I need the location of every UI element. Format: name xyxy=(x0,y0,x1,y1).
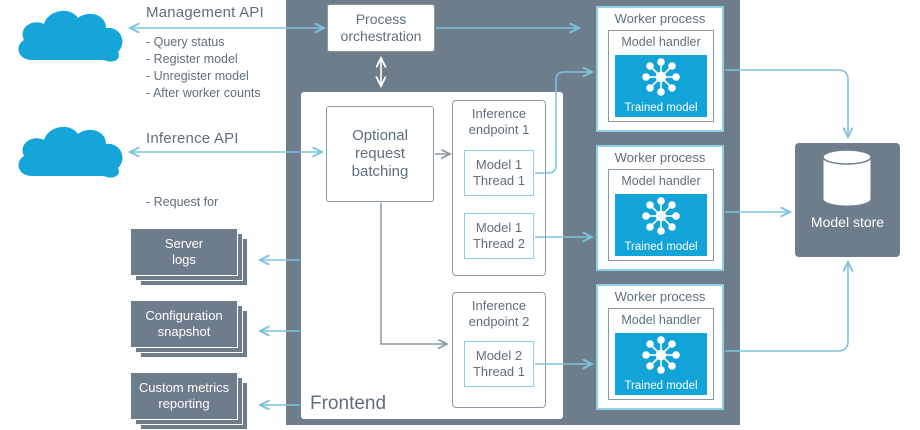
management-api-title: Management API xyxy=(146,4,264,21)
worker3-store-arrow xyxy=(725,262,848,352)
endpoint-title: Inference endpoint 2 xyxy=(468,298,530,329)
thread1-worker1-arrow xyxy=(535,72,592,174)
inference-api-title: Inference API xyxy=(146,130,239,147)
model-handler-title: Model handler xyxy=(621,35,701,49)
endpoint-title: Inference endpoint 1 xyxy=(468,106,530,137)
trained-model: Trained model xyxy=(615,333,707,395)
worker-title: Worker process xyxy=(614,11,706,26)
neural-network-icon xyxy=(642,58,680,96)
worker-process-1: Worker process Model handler Trained mod… xyxy=(596,6,724,132)
process-orchestration-box: Process orchestration xyxy=(327,4,435,52)
trained-model-label: Trained model xyxy=(624,380,698,392)
model-handler-title: Model handler xyxy=(621,174,701,188)
worker-process-2: Worker process Model handler Trained mod… xyxy=(596,145,724,271)
model-handler: Model handler Trained model xyxy=(608,30,714,122)
configuration-snapshot-label: Configuration snapshot xyxy=(145,308,223,339)
worker-title: Worker process xyxy=(614,289,706,304)
stack-card xyxy=(130,300,238,348)
server-logs-label: Server logs xyxy=(164,236,204,267)
trained-model-label: Trained model xyxy=(624,102,698,114)
management-item: - After worker counts xyxy=(146,86,261,100)
stack-card xyxy=(130,228,238,276)
trained-model-label: Trained model xyxy=(624,241,698,253)
model-store-label: Model store xyxy=(810,214,885,230)
management-item: - Unregister model xyxy=(146,69,249,83)
inference-item: - Request for xyxy=(146,195,219,209)
trained-model: Trained model xyxy=(615,55,707,117)
model-store: Model store xyxy=(795,143,900,257)
worker1-store-arrow xyxy=(725,69,848,137)
management-api-items: - Query status - Register model - Unregi… xyxy=(146,34,261,102)
worker-process-3: Worker process Model handler Trained mod… xyxy=(596,284,724,410)
stack-card xyxy=(130,372,238,420)
model-handler: Model handler Trained model xyxy=(608,308,714,400)
custom-metrics-label: Custom metrics reporting xyxy=(138,380,230,411)
frontend-label: Frontend xyxy=(310,393,387,414)
model2-thread1-box: Model 2 Thread 1 xyxy=(464,341,534,387)
worker-title: Worker process xyxy=(614,150,706,165)
optional-batching-box: Optional request batching xyxy=(326,106,434,202)
database-icon xyxy=(822,149,872,207)
model1-thread2-box: Model 1 Thread 2 xyxy=(464,213,534,259)
model-handler: Model handler Trained model xyxy=(608,169,714,261)
trained-model: Trained model xyxy=(615,194,707,256)
model1-thread1-box: Model 1 Thread 1 xyxy=(464,150,534,196)
management-item: - Query status xyxy=(146,35,225,49)
model-handler-title: Model handler xyxy=(621,313,701,327)
management-cloud-icon xyxy=(18,10,123,62)
neural-network-icon xyxy=(642,197,680,235)
inference-cloud-icon xyxy=(18,126,123,178)
neural-network-icon xyxy=(642,336,680,374)
batching-endpoint2-arrow xyxy=(380,203,447,344)
management-item: - Register model xyxy=(146,52,238,66)
